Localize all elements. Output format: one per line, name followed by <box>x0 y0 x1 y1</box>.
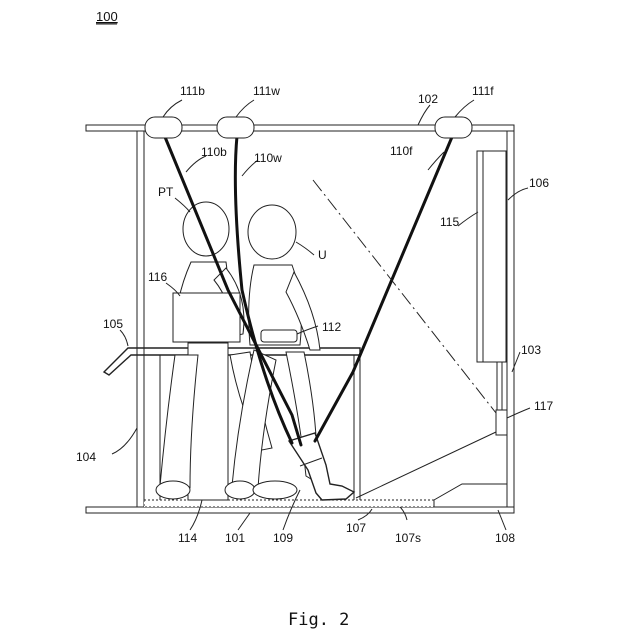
label-102: 102 <box>418 92 438 106</box>
label-117: 117 <box>534 399 553 413</box>
label-101: 101 <box>225 531 245 545</box>
label-u: U <box>318 248 327 262</box>
leg-brace-109 <box>289 433 354 500</box>
tablet-116 <box>173 293 240 342</box>
label-107s: 107s <box>395 531 421 545</box>
treadmill-base-108 <box>434 484 507 507</box>
treadmill-belt-107 <box>144 500 434 507</box>
label-112: 112 <box>322 320 341 334</box>
pulley-111b <box>145 117 182 138</box>
label-110b: 110b <box>201 145 227 159</box>
label-105: 105 <box>103 317 123 331</box>
label-114: 114 <box>178 531 197 545</box>
pulley-111f <box>435 117 472 138</box>
label-103: 103 <box>521 343 541 357</box>
label-111f: 111f <box>472 84 494 98</box>
display-mount <box>497 362 502 410</box>
harness-belt-112 <box>261 330 297 342</box>
label-104: 104 <box>76 450 96 464</box>
label-108: 108 <box>495 531 515 545</box>
pulley-111w <box>217 117 254 138</box>
label-107: 107 <box>346 521 366 535</box>
floor-101 <box>86 507 514 513</box>
label-110f: 110f <box>390 144 413 158</box>
figure-number-label: 100 <box>96 9 118 24</box>
label-115: 115 <box>440 215 459 229</box>
figure-caption: Fig. 2 <box>288 610 349 630</box>
wire-110f <box>315 137 452 441</box>
label-111w: 111w <box>253 84 280 98</box>
projection-line-dashdot <box>313 180 496 413</box>
display-screen-115 <box>477 151 483 362</box>
projector-117 <box>496 410 507 435</box>
label-116: 116 <box>148 270 167 284</box>
label-110w: 110w <box>254 151 282 165</box>
label-106: 106 <box>529 176 549 190</box>
label-111b: 111b <box>180 84 205 98</box>
label-pt: PT <box>158 185 174 199</box>
label-109: 109 <box>273 531 293 545</box>
